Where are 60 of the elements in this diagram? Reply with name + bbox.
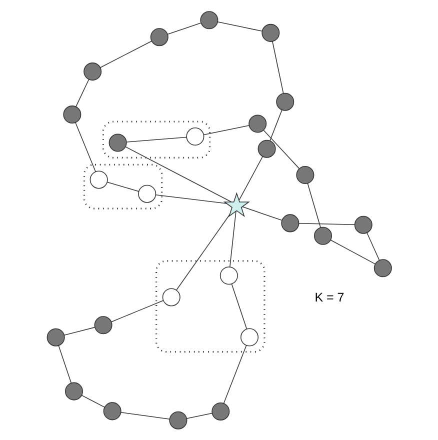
node-star	[222, 192, 250, 218]
node-circle	[64, 382, 82, 400]
connector	[99, 40, 152, 68]
connector	[75, 79, 89, 108]
node-circle	[240, 328, 258, 346]
connector	[166, 22, 201, 35]
connector	[330, 240, 376, 264]
connector	[228, 210, 236, 268]
node-circle	[314, 226, 332, 245]
connector	[154, 194, 227, 204]
node-circle	[162, 288, 180, 306]
node-circle	[354, 216, 372, 234]
node-circle	[62, 106, 81, 124]
connector	[230, 284, 247, 330]
connector	[242, 206, 282, 221]
cluster	[155, 260, 265, 353]
connector	[238, 156, 262, 201]
connector	[272, 40, 284, 94]
connector	[80, 394, 104, 408]
node-circle	[200, 11, 218, 30]
connector	[63, 326, 95, 336]
connector	[269, 110, 282, 142]
node-circle	[296, 166, 314, 184]
node-circle	[211, 402, 230, 420]
connector	[176, 214, 230, 290]
label: K = 7	[314, 290, 344, 305]
node-circle	[257, 140, 276, 158]
cluster	[82, 164, 162, 210]
node-circle	[46, 328, 64, 346]
connector	[298, 223, 355, 226]
node-circle	[138, 184, 156, 203]
cluster	[102, 120, 210, 158]
connector	[222, 345, 246, 404]
connector	[366, 232, 380, 261]
node-circle	[373, 259, 392, 278]
node-circle	[261, 24, 280, 42]
node-circle	[168, 411, 187, 430]
node-circle	[94, 316, 112, 334]
node-circle	[186, 128, 204, 146]
node-circle	[89, 170, 108, 189]
connector	[124, 146, 232, 202]
connector	[74, 122, 96, 172]
node-circle	[83, 62, 102, 81]
connector	[126, 136, 186, 142]
node-circle	[102, 402, 121, 420]
node-circle	[150, 28, 168, 46]
connector	[306, 183, 320, 228]
node-circle	[108, 134, 126, 152]
connector	[120, 412, 170, 420]
connector	[110, 300, 164, 322]
node-circle	[276, 92, 294, 111]
connector	[262, 130, 299, 169]
connector	[106, 182, 139, 192]
connector	[186, 412, 212, 419]
node-circle	[280, 214, 299, 232]
connector	[202, 125, 249, 136]
node-circle	[219, 266, 238, 285]
connector	[216, 22, 262, 32]
connector	[58, 345, 72, 384]
node-circle	[248, 114, 266, 133]
